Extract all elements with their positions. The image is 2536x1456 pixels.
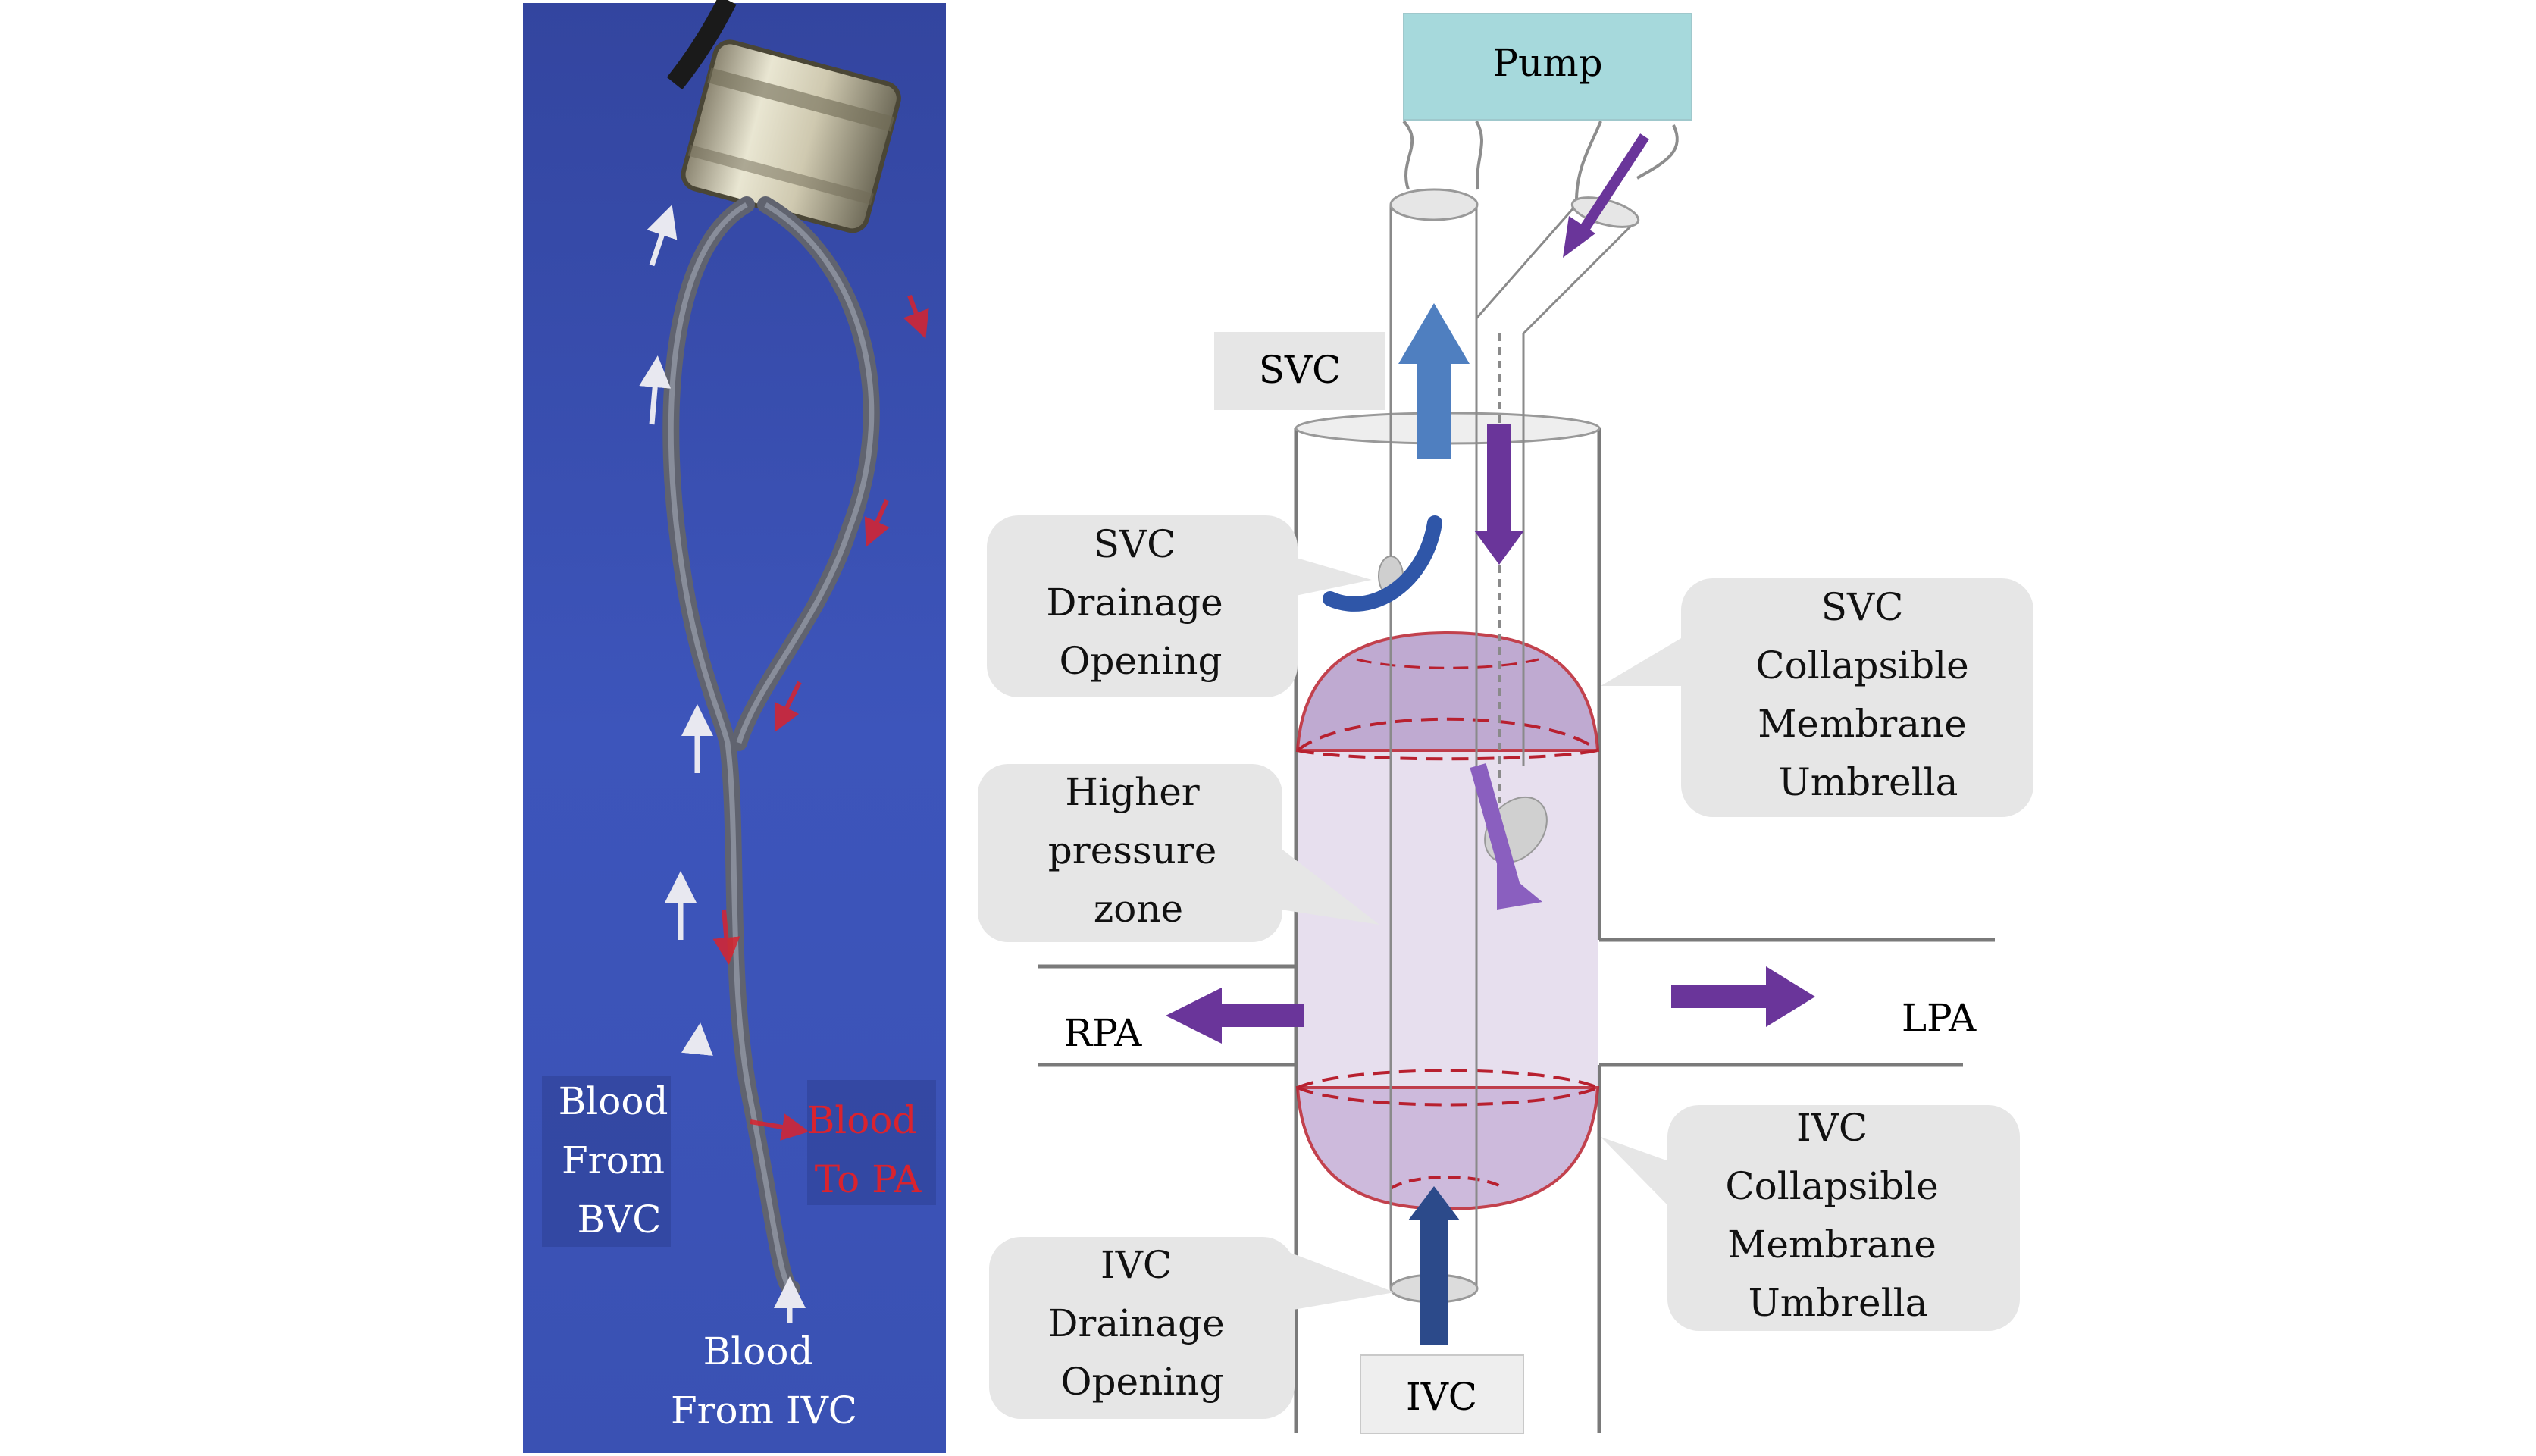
svc-umbrella: [1295, 631, 1600, 752]
callout-svc-drainage: SVC Drainage Opening: [987, 515, 1372, 697]
lpa-arrow: [1671, 966, 1815, 1027]
ivc-navy-arrow: [1408, 1186, 1460, 1345]
cannula: [1389, 204, 1639, 1288]
callout-higher-pressure: Higher pressure zone: [978, 764, 1379, 942]
pump-tubes: [1402, 120, 1679, 202]
callout-ivc-umbrella: IVC Collapsible Membrane Umbrella: [1601, 1105, 2020, 1331]
svc-blue-arrow: [1398, 303, 1470, 459]
pump-box: [1403, 13, 1692, 121]
pump-label: Pump: [1492, 41, 1602, 85]
svg-text:SVC Drainage O: SVC Drainage Opening: [1046, 522, 1235, 683]
photo-label-blood-to-pa: Blood To PA: [807, 1098, 929, 1201]
lpa-label: LPA: [1902, 996, 1977, 1040]
svg-text:SVC Collapsible: SVC Collapsible Membrane Umbrella: [1755, 585, 1980, 804]
svc-label: SVC: [1259, 348, 1342, 392]
schematic: Pump: [978, 13, 2033, 1434]
photo-red-arrows: [712, 294, 929, 1141]
callout-ivc-drainage: IVC Drainage Opening: [989, 1237, 1395, 1419]
photo-pump-icon: [681, 39, 901, 233]
callout-svc-umbrella: SVC Collapsible Membrane Umbrella: [1601, 578, 2033, 817]
ivc-umbrella: [1295, 1086, 1600, 1211]
svg-text:IVC Drainage O: IVC Drainage Opening: [1047, 1243, 1236, 1404]
ivc-label: IVC: [1406, 1375, 1477, 1419]
photo-white-arrows: [639, 205, 806, 1323]
photo-label-blood-from-bvc: Blood From BVC: [559, 1079, 681, 1242]
rpa-label: RPA: [1064, 1011, 1143, 1055]
photo-label-blood-from-ivc: Blood From IVC: [671, 1329, 857, 1433]
photo-panel: Blood From BVC Blood To PA Blood From IV…: [523, 0, 946, 1456]
rpa-arrow: [1166, 988, 1304, 1044]
svg-text:Higher pressure: Higher pressure zone: [1048, 770, 1229, 931]
svg-text:IVC Collapsible: IVC Collapsible Membrane Umbrella: [1725, 1106, 1950, 1325]
